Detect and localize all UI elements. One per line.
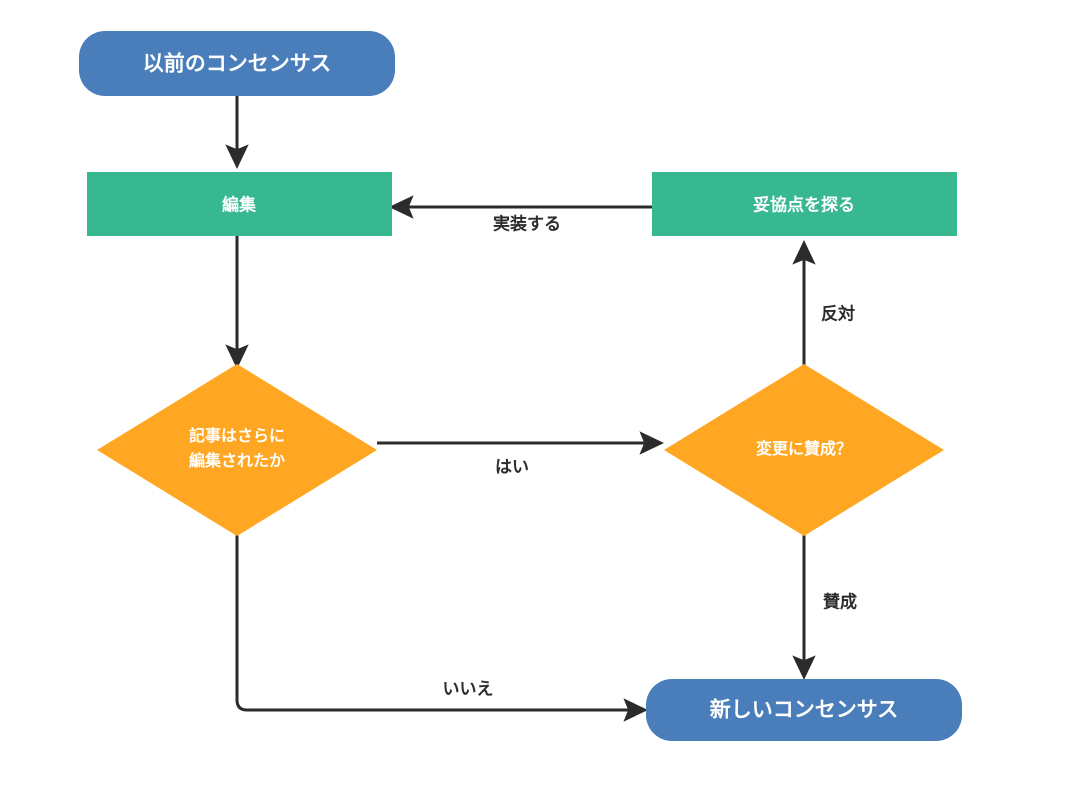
new-consensus-shape[interactable] [646,679,962,741]
edge-agree-to-compromise: 反対 [792,239,855,366]
agree-change-label: 変更に賛成？ [756,439,852,458]
edit-label: 編集 [222,194,257,214]
node-agree-change[interactable]: 変更に賛成？ [664,364,944,536]
edge-label-agree: 賛成 [823,591,857,611]
seek-compromise-label: 妥協点を探る [753,194,855,214]
edge-label-oppose: 反対 [821,303,855,323]
edge-question-to-new: いいえ [235,524,649,722]
seek-compromise-shape[interactable] [652,172,957,236]
node-article-edited[interactable]: 記事はさらに 編集されたか [97,364,377,536]
node-new-consensus[interactable]: 新しいコンセンサス [646,679,962,741]
edge-label-no: いいえ [443,679,494,698]
prev-consensus-shape[interactable] [79,31,395,96]
edge-compromise-to-edit: 実装する [388,195,652,233]
edge-label-yes: はい [495,457,529,476]
article-edited-label-line2: 編集されたか [189,451,285,470]
article-edited-label-line1: 記事はさらに [189,426,285,445]
edge-question-to-agree: はい [377,431,665,476]
edge-label-implement: 実装する [493,213,561,233]
node-seek-compromise[interactable]: 妥協点を探る [652,172,957,236]
node-prev-consensus[interactable]: 以前のコンセンサス [79,31,395,96]
agree-change-shape[interactable] [664,364,944,536]
edge-agree-to-new: 賛成 [792,524,857,681]
node-edit[interactable]: 編集 [87,172,392,236]
prev-consensus-label: 以前のコンセンサス [143,52,332,76]
new-consensus-label: 新しいコンセンサス [710,698,899,722]
edit-shape[interactable] [87,172,392,236]
article-edited-shape[interactable] [97,364,377,536]
